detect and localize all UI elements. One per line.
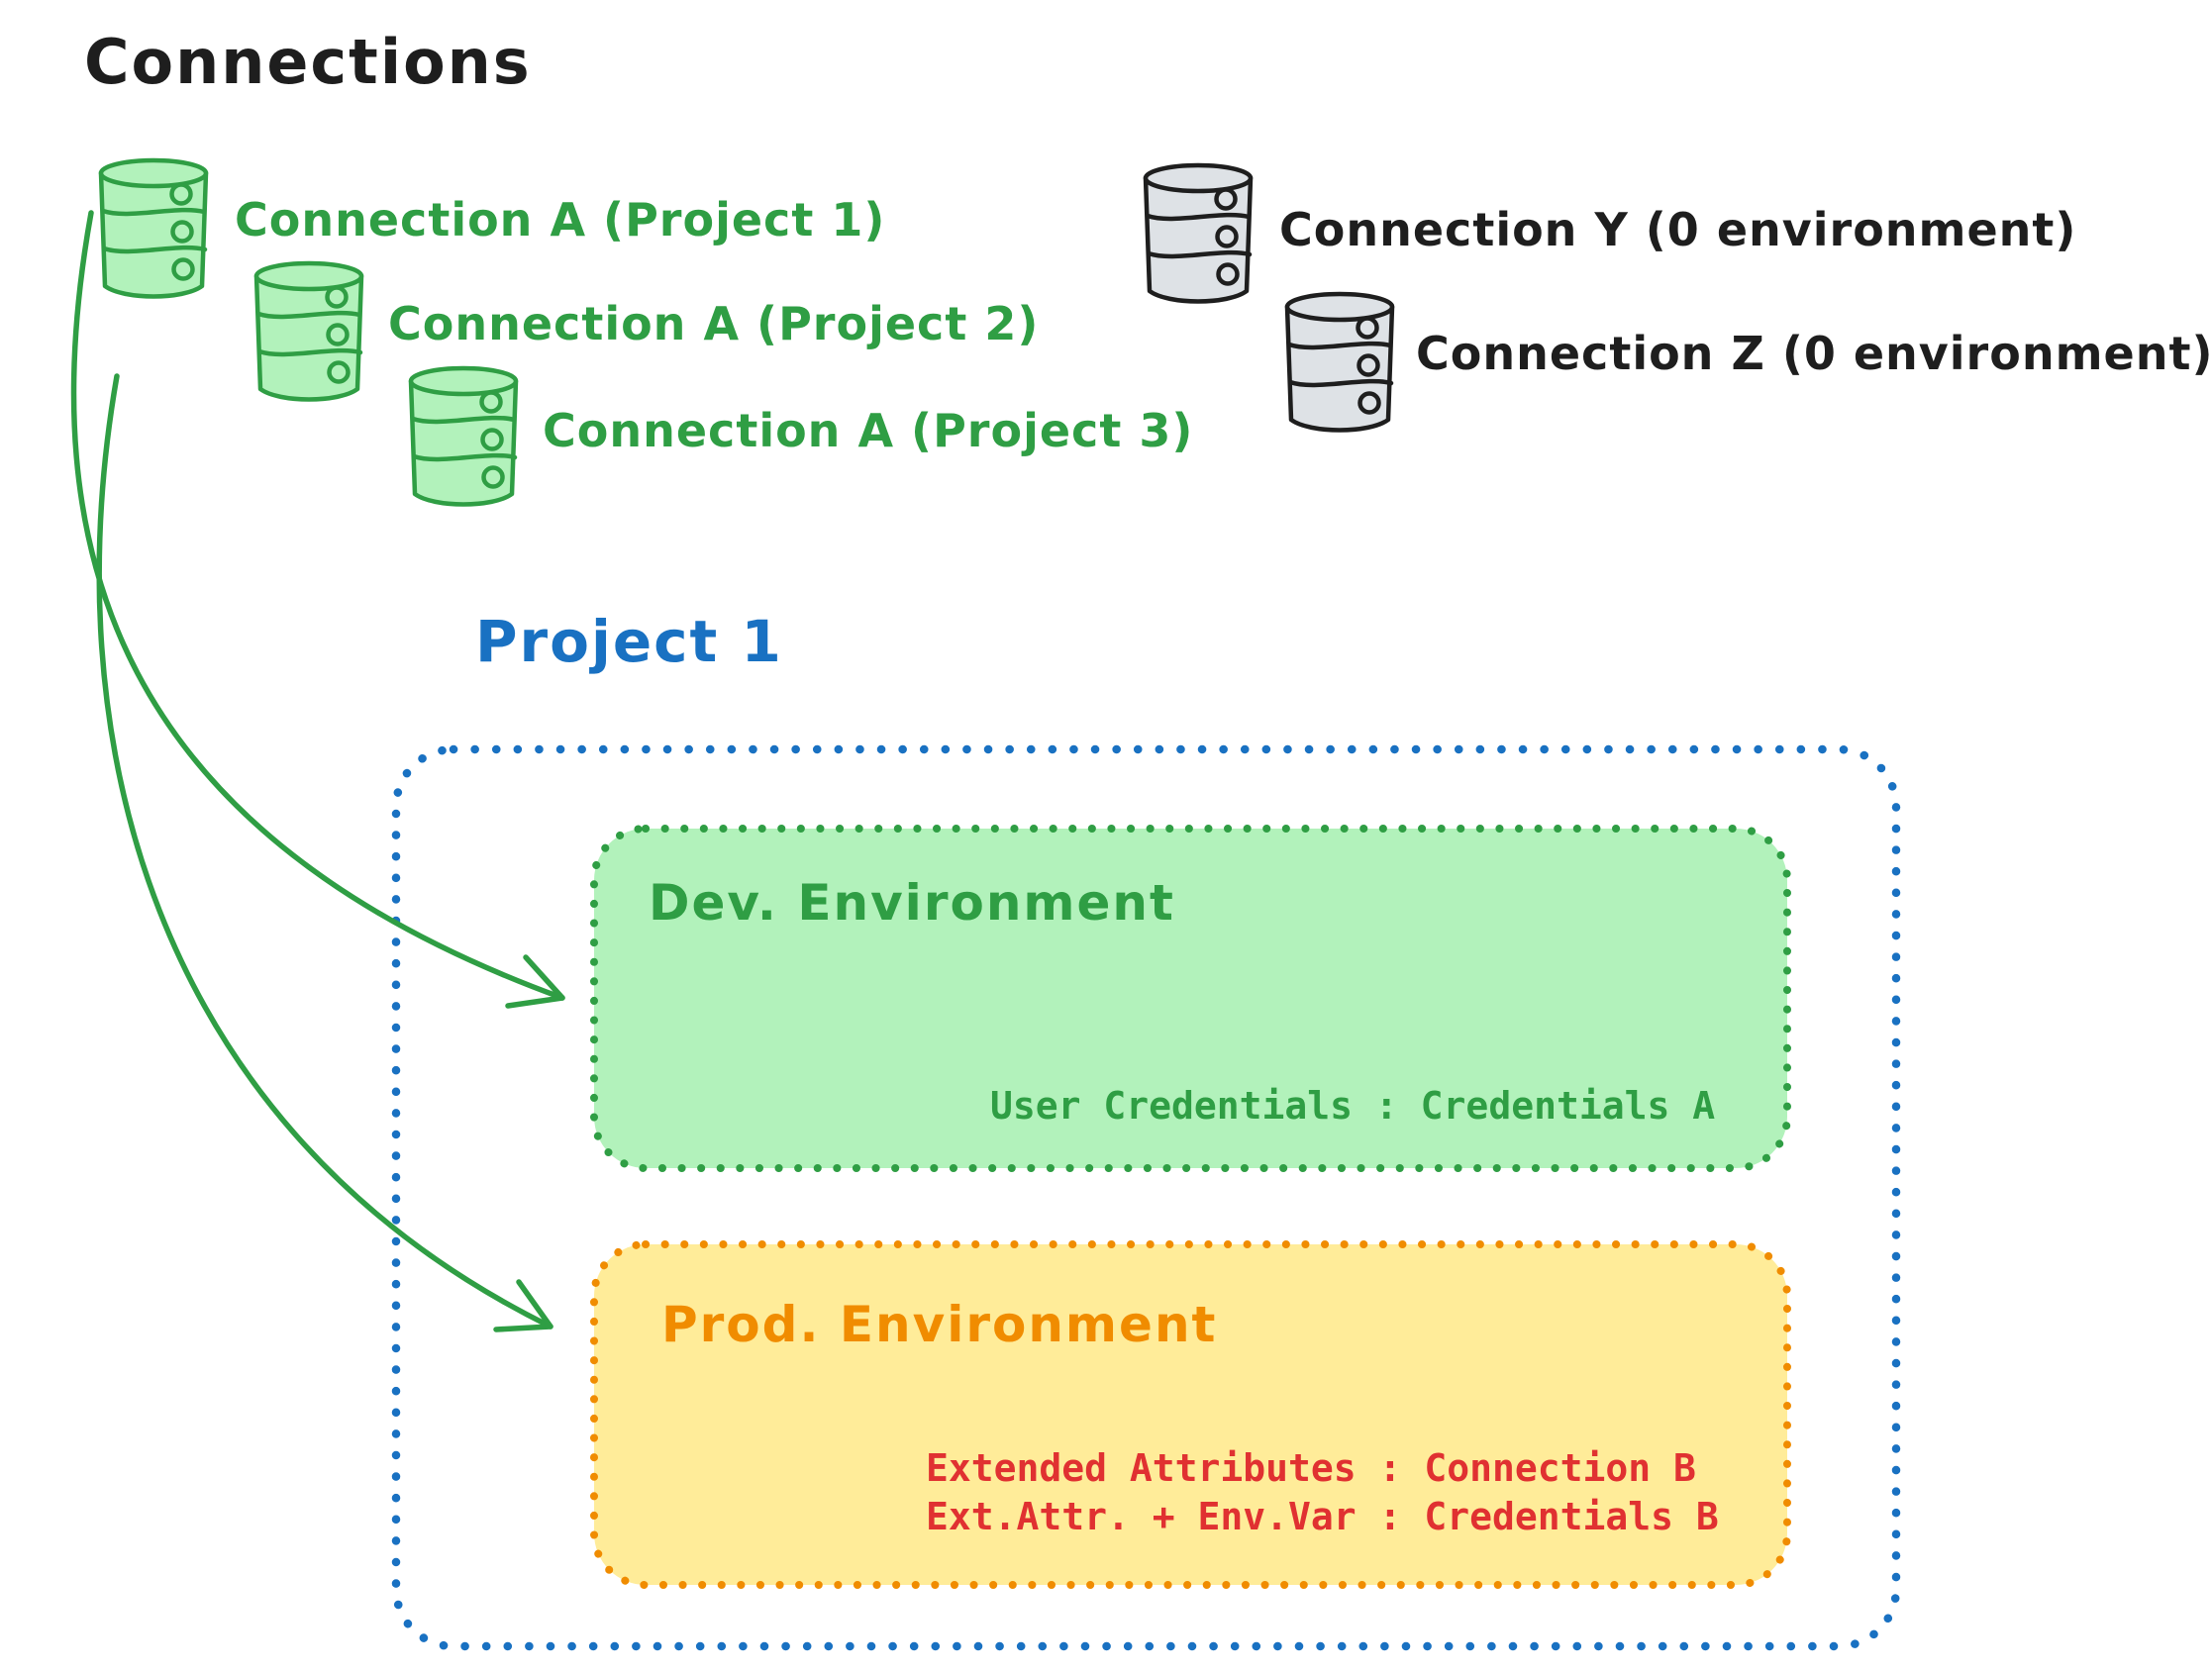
label-connection-y: Connection Y (0 environment) bbox=[1279, 203, 2077, 256]
prod-environment-box bbox=[590, 1240, 1791, 1589]
dev-credentials-line: User Credentials : Credentials A bbox=[990, 1084, 1716, 1128]
connections-title: Connections bbox=[84, 26, 532, 98]
database-icon-connection-a-project-3 bbox=[411, 368, 516, 505]
project-1-title: Project 1 bbox=[475, 608, 783, 675]
project-1-box bbox=[391, 744, 1901, 1651]
database-icon-connection-y bbox=[1146, 165, 1251, 302]
arrow-to-dev-environment bbox=[70, 210, 565, 1009]
prod-environment-title: Prod. Environment bbox=[661, 1296, 1218, 1353]
label-connection-z: Connection Z (0 environment) bbox=[1416, 327, 2212, 380]
database-icon-connection-a-project-2 bbox=[256, 263, 361, 400]
database-icon-connection-a-project-1 bbox=[101, 160, 206, 297]
prod-attributes-line-1: Extended Attributes : Connection B bbox=[926, 1446, 1696, 1490]
prod-attributes-line-2: Ext.Attr. + Env.Var : Credentials B bbox=[926, 1495, 1719, 1538]
arrow-to-prod-environment bbox=[96, 373, 553, 1332]
dev-environment-box bbox=[590, 825, 1791, 1172]
label-connection-a-project-1: Connection A (Project 1) bbox=[235, 193, 886, 246]
label-connection-a-project-3: Connection A (Project 3) bbox=[543, 404, 1194, 457]
label-connection-a-project-2: Connection A (Project 2) bbox=[388, 297, 1040, 350]
dev-environment-title: Dev. Environment bbox=[649, 874, 1175, 932]
database-icon-connection-z bbox=[1287, 294, 1392, 431]
